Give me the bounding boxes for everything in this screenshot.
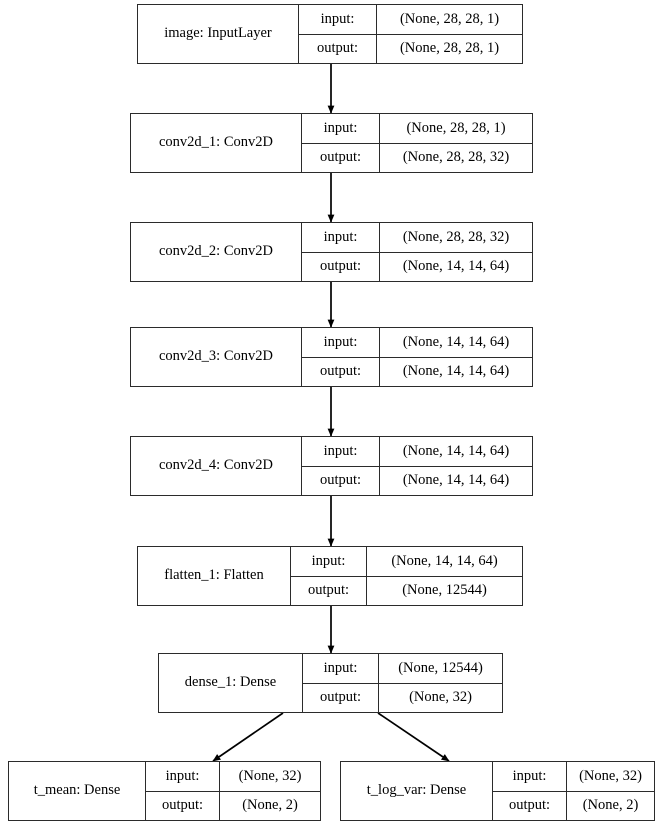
layer-node-dense_1[interactable]: dense_1: Dense input: (None, 12544) output:…	[158, 653, 503, 713]
layer-output-row-image: output: (None, 28, 28, 1)	[299, 34, 522, 63]
layer-title-conv2d_3: conv2d_3: Conv2D	[159, 348, 273, 365]
layer-output-row-flatten_1: output: (None, 12544)	[291, 576, 522, 605]
input-label: input:	[493, 762, 567, 791]
input-label: input:	[302, 223, 380, 252]
layer-node-conv2d_1[interactable]: conv2d_1: Conv2D input: (None, 28, 28, 1) o…	[130, 113, 533, 173]
output-shape-value: (None, 14, 14, 64)	[402, 363, 510, 380]
layer-io-block-conv2d_3: input: (None, 14, 14, 64) output: (None, 14…	[301, 328, 532, 386]
output-label: output:	[302, 143, 380, 172]
output-shape-value: (None, 28, 28, 32)	[402, 149, 510, 166]
input-shape-value: (None, 28, 28, 1)	[406, 119, 506, 136]
edge-dense_1-to-t_mean	[212, 712, 284, 762]
input-label: input:	[303, 654, 379, 683]
edge-dense_1-to-t_log_var	[377, 712, 450, 762]
layer-input-row-t_log_var: input: (None, 32)	[493, 762, 654, 792]
output-label: output:	[302, 357, 380, 386]
layer-output-row-conv2d_4: output: (None, 14, 14, 64)	[302, 466, 532, 495]
layer-input-row-dense_1: input: (None, 12544)	[303, 654, 502, 684]
layer-output-row-t_log_var: output: (None, 2)	[493, 791, 654, 820]
layer-title-image: image: InputLayer	[164, 25, 272, 42]
input-label: input:	[302, 437, 380, 466]
output-label: output:	[302, 466, 380, 495]
layer-input-row-t_mean: input: (None, 32)	[146, 762, 320, 792]
layer-input-row-conv2d_2: input: (None, 28, 28, 32)	[302, 223, 532, 253]
layer-io-block-dense_1: input: (None, 12544) output: (None, 32)	[302, 654, 502, 712]
layer-title-conv2d_2: conv2d_2: Conv2D	[159, 243, 273, 260]
layer-title-t_mean: t_mean: Dense	[33, 782, 121, 799]
layer-node-t_mean[interactable]: t_mean: Dense input: (None, 32) output: (Non…	[8, 761, 321, 821]
input-shape-value: (None, 32)	[238, 767, 302, 784]
output-shape-value: (None, 2)	[582, 797, 639, 814]
layer-title-conv2d_4: conv2d_4: Conv2D	[159, 457, 273, 474]
layer-io-block-conv2d_1: input: (None, 28, 28, 1) output: (None, 28,…	[301, 114, 532, 172]
layer-title-flatten_1: flatten_1: Flatten	[164, 567, 264, 584]
output-shape-value: (None, 32)	[409, 689, 472, 706]
layer-node-image[interactable]: image: InputLayer input: (None, 28, 28, 1)…	[137, 4, 523, 64]
input-label: input:	[302, 328, 380, 357]
layer-input-row-conv2d_4: input: (None, 14, 14, 64)	[302, 437, 532, 467]
output-shape-value: (None, 2)	[242, 797, 298, 814]
layer-node-conv2d_3[interactable]: conv2d_3: Conv2D input: (None, 14, 14, 64)…	[130, 327, 533, 387]
output-label: output:	[291, 576, 367, 605]
layer-title-t_log_var: t_log_var: Dense	[366, 782, 467, 799]
layer-node-conv2d_2[interactable]: conv2d_2: Conv2D input: (None, 28, 28, 32)…	[130, 222, 533, 282]
layer-io-block-image: input: (None, 28, 28, 1) output: (None, 28,…	[298, 5, 522, 63]
layer-output-row-conv2d_3: output: (None, 14, 14, 64)	[302, 357, 532, 386]
layer-output-row-t_mean: output: (None, 2)	[146, 791, 320, 820]
input-shape-value: (None, 32)	[579, 767, 642, 784]
layer-input-row-conv2d_3: input: (None, 14, 14, 64)	[302, 328, 532, 358]
output-label: output:	[302, 252, 380, 281]
output-label: output:	[146, 791, 220, 820]
output-shape-value: (None, 28, 28, 1)	[399, 40, 500, 57]
input-label: input:	[291, 547, 367, 576]
output-shape-value: (None, 12544)	[402, 582, 487, 599]
layer-input-row-flatten_1: input: (None, 14, 14, 64)	[291, 547, 522, 577]
layer-title-dense_1: dense_1: Dense	[184, 674, 277, 691]
layer-title-conv2d_1: conv2d_1: Conv2D	[159, 134, 273, 151]
layer-input-row-image: input: (None, 28, 28, 1)	[299, 5, 522, 35]
layer-io-block-flatten_1: input: (None, 14, 14, 64) output: (None, 12…	[290, 547, 522, 605]
layer-output-row-conv2d_2: output: (None, 14, 14, 64)	[302, 252, 532, 281]
input-shape-value: (None, 28, 28, 32)	[402, 228, 510, 245]
input-shape-value: (None, 28, 28, 1)	[399, 10, 500, 27]
layer-node-flatten_1[interactable]: flatten_1: Flatten input: (None, 14, 14, 6…	[137, 546, 523, 606]
input-label: input:	[146, 762, 220, 791]
layer-io-block-t_mean: input: (None, 32) output: (None, 2)	[145, 762, 320, 820]
input-shape-value: (None, 14, 14, 64)	[391, 552, 498, 569]
layer-node-t_log_var[interactable]: t_log_var: Dense input: (None, 32) output: (…	[340, 761, 655, 821]
input-shape-value: (None, 12544)	[398, 659, 483, 676]
input-label: input:	[302, 114, 380, 143]
layer-node-conv2d_4[interactable]: conv2d_4: Conv2D input: (None, 14, 14, 64)…	[130, 436, 533, 496]
layer-output-row-conv2d_1: output: (None, 28, 28, 32)	[302, 143, 532, 172]
output-label: output:	[299, 34, 377, 63]
output-shape-value: (None, 14, 14, 64)	[402, 258, 510, 275]
output-label: output:	[493, 791, 567, 820]
input-shape-value: (None, 14, 14, 64)	[402, 333, 510, 350]
input-label: input:	[299, 5, 377, 34]
output-label: output:	[303, 683, 379, 712]
layer-output-row-dense_1: output: (None, 32)	[303, 683, 502, 712]
output-shape-value: (None, 14, 14, 64)	[402, 472, 510, 489]
layer-io-block-conv2d_4: input: (None, 14, 14, 64) output: (None, 14…	[301, 437, 532, 495]
input-shape-value: (None, 14, 14, 64)	[402, 442, 510, 459]
layer-io-block-t_log_var: input: (None, 32) output: (None, 2)	[492, 762, 654, 820]
layer-input-row-conv2d_1: input: (None, 28, 28, 1)	[302, 114, 532, 144]
layer-io-block-conv2d_2: input: (None, 28, 28, 32) output: (None, 14…	[301, 223, 532, 281]
